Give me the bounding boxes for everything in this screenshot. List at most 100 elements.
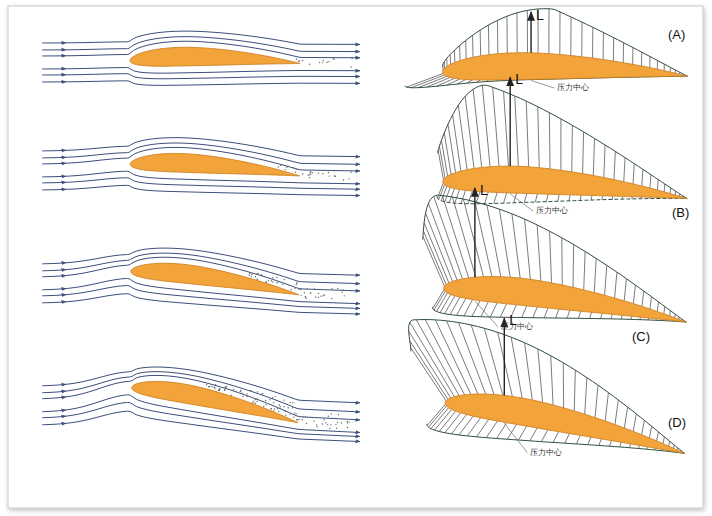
wake-dot bbox=[226, 386, 227, 387]
wake-dot bbox=[250, 390, 251, 391]
wake-dot bbox=[292, 407, 293, 408]
pressure-line bbox=[524, 194, 526, 203]
pressure-line bbox=[526, 101, 528, 167]
pressure-line bbox=[465, 40, 466, 58]
pressure-line bbox=[605, 393, 608, 421]
wake-dot bbox=[261, 275, 262, 276]
wake-dot bbox=[310, 292, 311, 293]
wake-dot bbox=[348, 421, 349, 422]
pressure-line bbox=[454, 50, 455, 62]
pressure-line bbox=[546, 194, 548, 201]
pressure-line bbox=[538, 349, 543, 402]
panel-letter: (A) bbox=[668, 28, 685, 42]
panel-letter: (C) bbox=[632, 330, 650, 344]
wake-dot bbox=[293, 417, 294, 418]
wake-dot bbox=[286, 166, 287, 167]
wake-dot bbox=[310, 292, 311, 293]
wake-dot bbox=[277, 281, 278, 282]
pressure-line bbox=[601, 313, 603, 318]
wake-dot bbox=[316, 424, 317, 425]
wake-dot bbox=[289, 414, 290, 415]
wake-dot bbox=[266, 281, 267, 282]
wake-dot bbox=[328, 172, 329, 173]
pressure-line bbox=[649, 426, 651, 438]
pressure-line bbox=[611, 314, 612, 319]
wake-dot bbox=[344, 295, 345, 296]
wake-dot bbox=[225, 386, 226, 387]
flow-arrow bbox=[60, 150, 66, 151]
pressure-envelope bbox=[409, 320, 685, 454]
wake-dot bbox=[276, 277, 277, 278]
wake-dot bbox=[306, 423, 307, 424]
wake-dot bbox=[333, 59, 334, 60]
pressure-line bbox=[551, 356, 553, 405]
pressure-line bbox=[426, 213, 453, 281]
pressure-line bbox=[418, 76, 447, 87]
pressure-line bbox=[416, 320, 459, 396]
airfoil bbox=[131, 263, 299, 295]
pressure-line bbox=[465, 96, 474, 168]
pressure-line bbox=[629, 444, 630, 448]
wake-dot bbox=[255, 276, 256, 277]
wake-dot bbox=[213, 387, 214, 388]
pressure-line bbox=[476, 419, 488, 436]
pressure-line bbox=[541, 430, 547, 442]
wake-dot bbox=[302, 60, 303, 61]
leader-line bbox=[504, 423, 527, 452]
pressure-line bbox=[423, 231, 446, 285]
wake-dot bbox=[322, 62, 323, 63]
wake-dot bbox=[274, 396, 275, 397]
wake-dot bbox=[252, 402, 253, 403]
pressure-line bbox=[431, 408, 449, 429]
pressure-line bbox=[585, 378, 587, 415]
pressure-line bbox=[591, 195, 593, 200]
wake-dot bbox=[318, 293, 319, 294]
pressure-line bbox=[581, 22, 582, 57]
flow-arrow bbox=[60, 294, 66, 295]
pressure-line bbox=[550, 231, 552, 283]
airfoil bbox=[130, 153, 300, 176]
pressure-line bbox=[669, 441, 670, 446]
wake-dot bbox=[272, 281, 273, 282]
pressure-line bbox=[512, 214, 520, 278]
pressure-line bbox=[444, 62, 445, 69]
wake-dot bbox=[322, 423, 323, 424]
streamline-panel bbox=[42, 31, 360, 85]
wake-dot bbox=[269, 399, 270, 400]
wake-dot bbox=[328, 175, 329, 176]
wake-dot bbox=[261, 393, 262, 394]
pressure-line bbox=[425, 320, 464, 395]
wake-dot bbox=[284, 279, 285, 280]
wake-dot bbox=[335, 424, 336, 425]
streamline-panel bbox=[42, 138, 360, 196]
wake-dot bbox=[307, 175, 308, 176]
wake-dot bbox=[300, 295, 301, 296]
pressure-line bbox=[624, 407, 627, 428]
wake-dot bbox=[298, 288, 299, 289]
pressure-line bbox=[669, 311, 671, 316]
wake-dot bbox=[272, 277, 273, 278]
wake-dot bbox=[219, 388, 220, 389]
pressure-line bbox=[423, 236, 445, 286]
wake-dot bbox=[255, 399, 256, 400]
wake-dot bbox=[294, 287, 295, 288]
airfoil bbox=[130, 47, 300, 66]
pressure-line bbox=[556, 309, 559, 318]
wake-dot bbox=[304, 292, 305, 293]
wake-dot bbox=[206, 384, 207, 385]
pressure-line bbox=[516, 13, 517, 53]
wake-dot bbox=[310, 171, 311, 172]
pressure-line bbox=[657, 432, 659, 441]
lift-label: L bbox=[509, 313, 517, 328]
wake-dot bbox=[249, 275, 250, 276]
wake-dot bbox=[214, 388, 215, 389]
pressure-line bbox=[593, 138, 594, 175]
pressure-line bbox=[530, 428, 537, 441]
pressure-line bbox=[569, 195, 570, 201]
pressure-line bbox=[657, 180, 659, 190]
wake-dot bbox=[274, 408, 275, 409]
wake-dot bbox=[287, 166, 288, 167]
pressure-panel bbox=[423, 188, 687, 327]
airfoil bbox=[443, 53, 688, 80]
